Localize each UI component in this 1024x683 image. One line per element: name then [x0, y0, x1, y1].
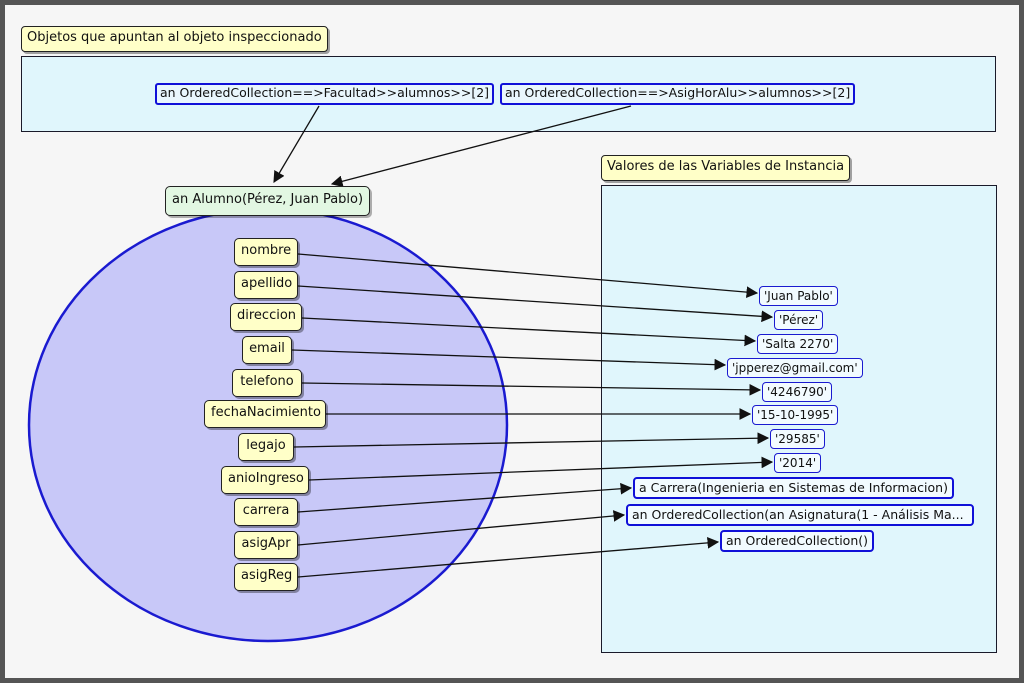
var-value-apellido[interactable]: 'Pérez' [774, 310, 824, 330]
var-arrow-asigapr [297, 510, 626, 546]
var-name-telefono[interactable]: telefono [232, 369, 302, 397]
inspected-object-label[interactable]: an Alumno(Pérez, Juan Pablo) [165, 186, 371, 216]
var-value-legajo[interactable]: '29585' [770, 429, 825, 449]
var-value-telefono[interactable]: '4246790' [762, 382, 833, 402]
values-title: Valores de las Variables de Instancia [601, 155, 851, 181]
var-value-asigreg[interactable]: an OrderedCollection() [720, 530, 875, 552]
ref-arrow-facultad [273, 105, 320, 184]
var-name-asigreg[interactable]: asigReg [234, 563, 298, 591]
ref-arrow-asighoralu [330, 105, 632, 188]
var-name-carrera[interactable]: carrera [234, 498, 298, 526]
var-arrow-legajo [293, 432, 770, 448]
var-arrow-carrera [297, 482, 633, 513]
var-arrow-email [291, 349, 727, 371]
referencing-item-facultad[interactable]: an OrderedCollection==>Facultad>>alumnos… [155, 83, 495, 105]
var-value-nombre[interactable]: 'Juan Pablo' [759, 286, 838, 306]
var-arrow-telefono [301, 382, 762, 396]
var-name-email[interactable]: email [242, 336, 292, 364]
var-value-anioingreso[interactable]: '2014' [774, 453, 822, 473]
var-value-asigapr[interactable]: an OrderedCollection(an Asignatura(1 - A… [626, 504, 974, 526]
var-value-fechanacimiento[interactable]: '15-10-1995' [752, 405, 839, 425]
referencing-item-asighoralu[interactable]: an OrderedCollection==>AsigHorAlu>>alumn… [500, 83, 856, 105]
var-arrow-anioingreso [308, 456, 774, 481]
var-name-nombre[interactable]: nombre [234, 238, 298, 266]
var-name-anioingreso[interactable]: anioIngreso [221, 466, 309, 494]
var-name-legajo[interactable]: legajo [238, 433, 294, 461]
var-value-email[interactable]: 'jpperez@gmail.com' [727, 358, 863, 378]
referencing-title: Objetos que apuntan al objeto inspeccion… [21, 26, 328, 52]
var-arrow-asigreg [297, 537, 720, 578]
var-arrow-apellido [297, 285, 774, 323]
var-arrow-direccion [301, 317, 757, 347]
var-name-direccion[interactable]: direccion [230, 303, 302, 331]
var-name-asigapr[interactable]: asigApr [234, 531, 298, 559]
var-name-apellido[interactable]: apellido [234, 271, 298, 299]
var-value-direccion[interactable]: 'Salta 2270' [757, 334, 839, 354]
var-arrow-nombre [297, 253, 759, 298]
var-name-fechanacimiento[interactable]: fechaNacimiento [204, 400, 326, 428]
var-value-carrera[interactable]: a Carrera(Ingenieria en Sistemas de Info… [633, 477, 954, 499]
